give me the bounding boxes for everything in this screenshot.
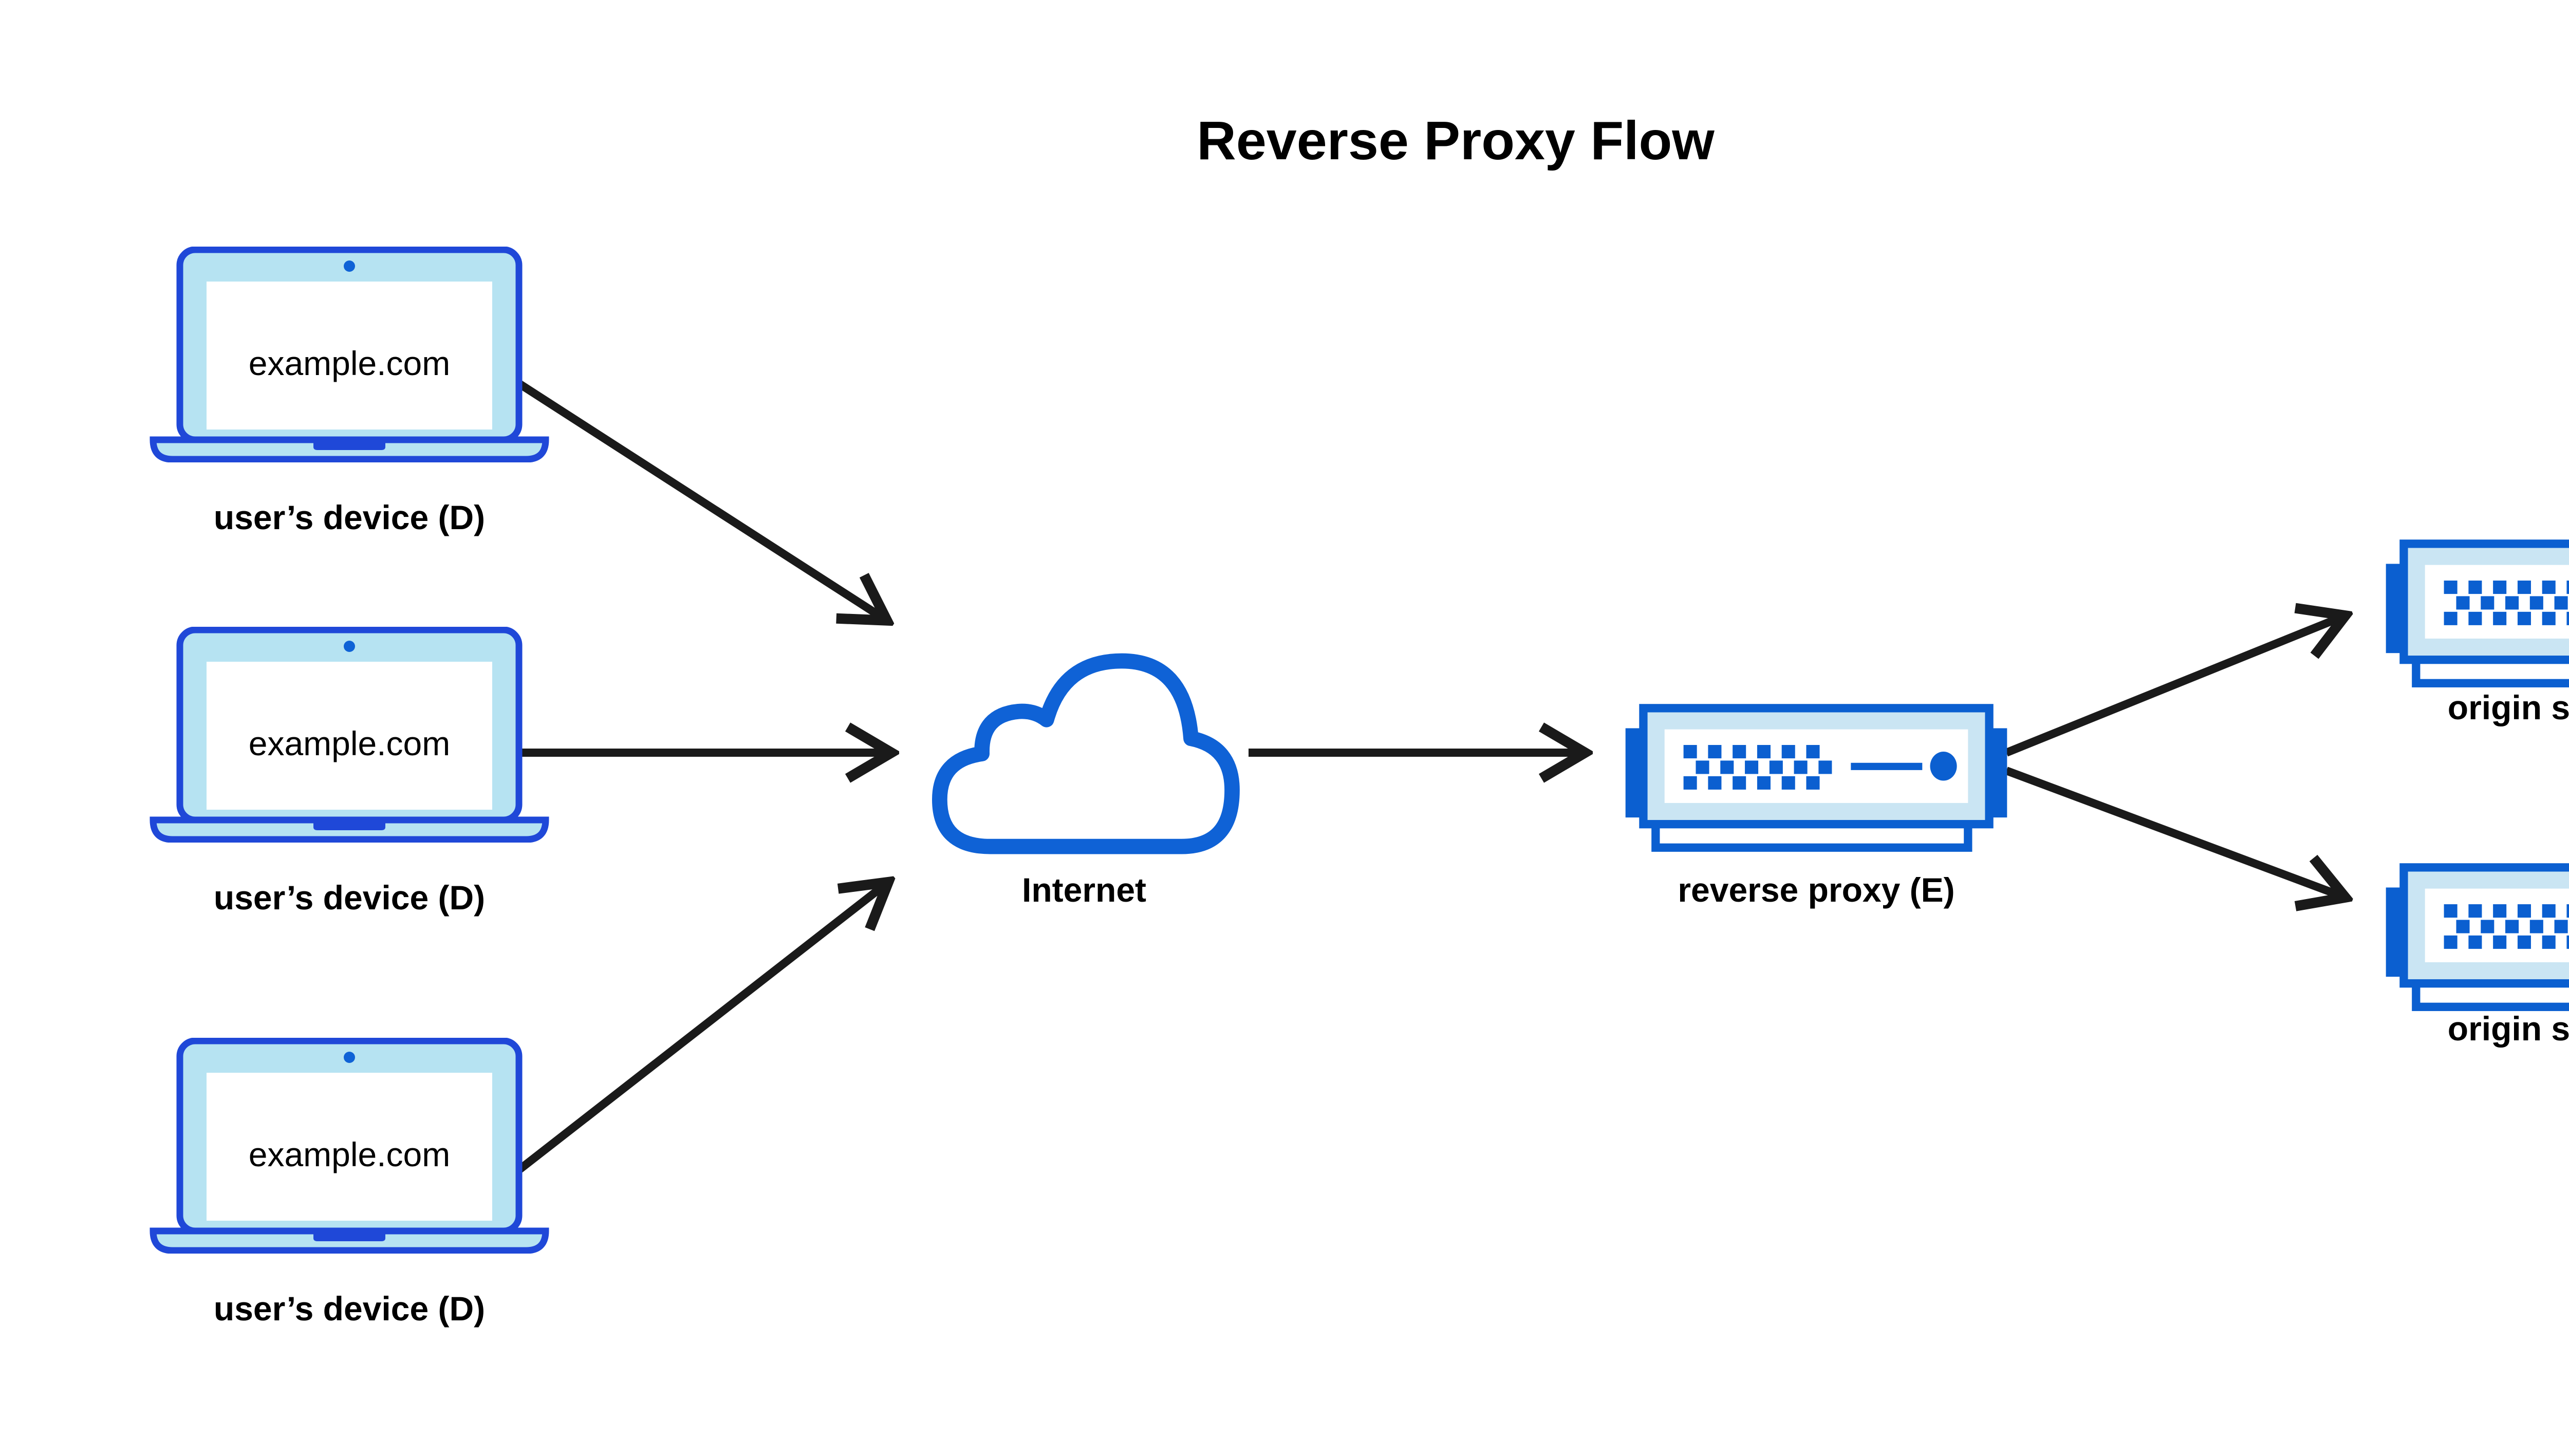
node-label-user-device-top: user’s device (D) [214, 498, 485, 536]
node-label-user-device-middle: user’s device (D) [214, 879, 485, 917]
edge-device-bot-to-internet [511, 884, 886, 1178]
node-label-internet: Internet [1022, 871, 1146, 909]
page-title: Reverse Proxy Flow [1197, 110, 1715, 171]
device-screen-text: example.com [249, 724, 451, 762]
device-screen-text: example.com [249, 344, 451, 382]
node-user-device-middle[interactable]: example.com user’s device (D) [153, 630, 546, 917]
node-origin-server-bottom[interactable]: origin server (F) [2386, 867, 2569, 1048]
edge-proxy-to-origin-top [2004, 617, 2343, 757]
edge-proxy-to-origin-bottom [2005, 767, 2343, 897]
node-label-user-device-bottom: user’s device (D) [214, 1290, 485, 1328]
node-label-origin-server-top: origin server (F) [2448, 688, 2569, 726]
edges-layer [511, 377, 2343, 1178]
node-user-device-top[interactable]: example.com user’s device (D) [153, 250, 546, 536]
server-icon [2386, 544, 2569, 683]
node-internet[interactable]: Internet [940, 661, 1232, 909]
server-icon [1626, 708, 2007, 847]
cloud-icon [940, 661, 1232, 847]
device-screen-text: example.com [249, 1135, 451, 1173]
server-icon [2386, 867, 2569, 1006]
node-label-origin-server-bottom: origin server (F) [2448, 1010, 2569, 1048]
node-reverse-proxy[interactable]: reverse proxy (E) [1626, 708, 2007, 909]
node-origin-server-top[interactable]: origin server (F) [2386, 544, 2569, 726]
node-user-device-bottom[interactable]: example.com user’s device (D) [153, 1041, 546, 1328]
node-label-reverse-proxy: reverse proxy (E) [1678, 871, 1954, 909]
edge-device-top-to-internet [511, 377, 885, 619]
